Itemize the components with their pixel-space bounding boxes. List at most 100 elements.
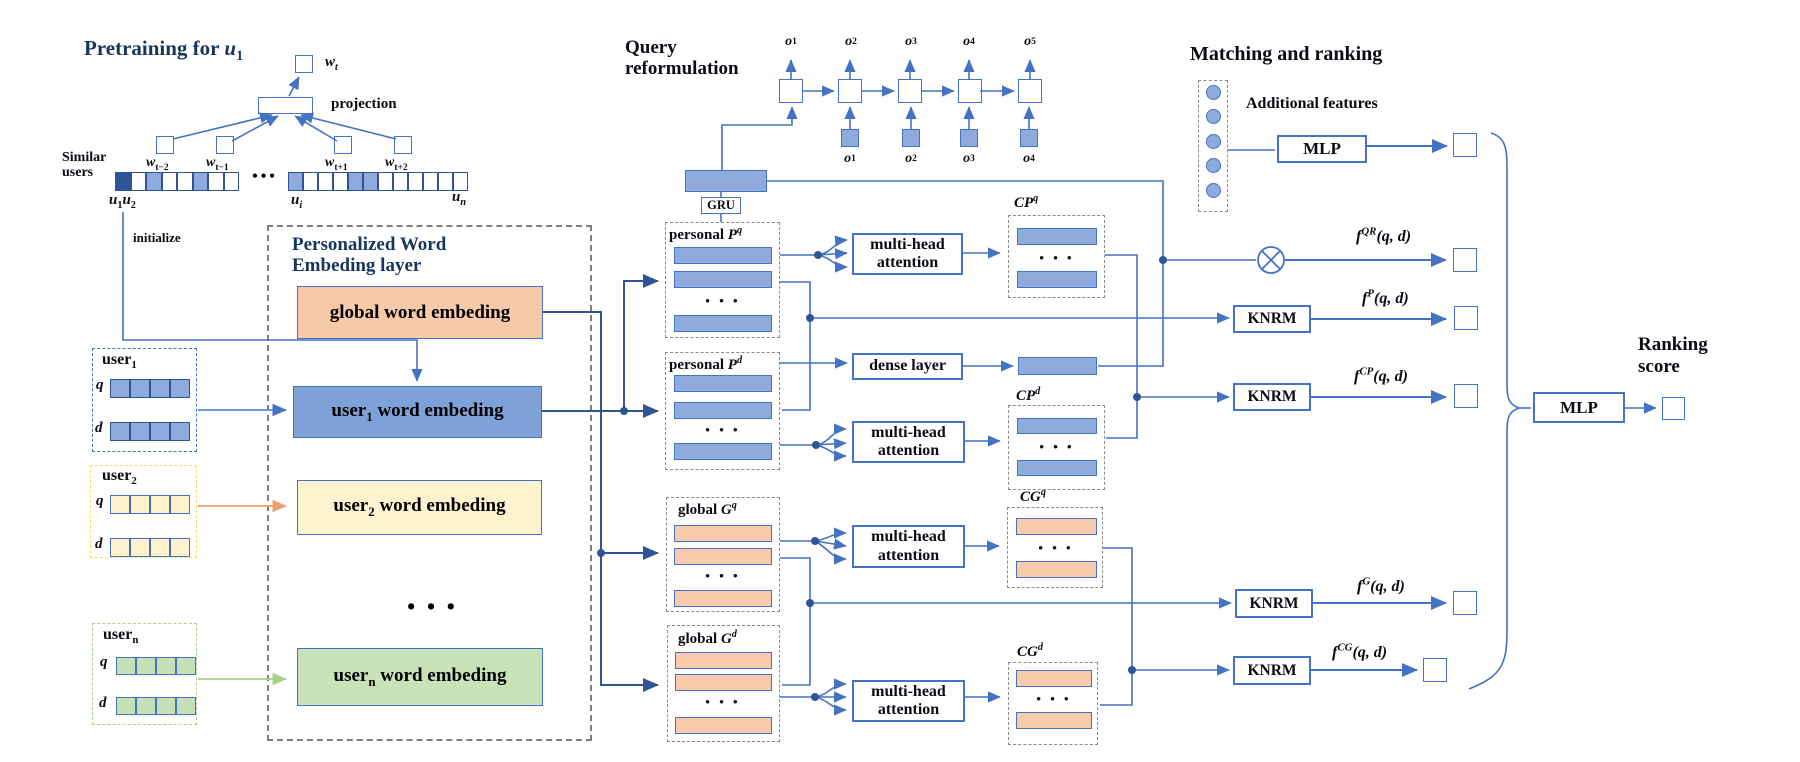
- decoder-cell: [1018, 79, 1042, 103]
- user2-q-label: q: [96, 493, 104, 509]
- score-square-cp: [1454, 384, 1478, 408]
- user1-word-embedding-label: user1 word embeding: [331, 399, 504, 424]
- decoder-wires: [720, 59, 1036, 222]
- personal-pd-stack: [665, 352, 780, 470]
- global-gq-label: global Gq: [678, 500, 737, 518]
- usern-d-label: d: [99, 695, 107, 711]
- vector-cell: [288, 172, 303, 191]
- gq-ellipsis: • • •: [705, 567, 741, 583]
- feature-circle: [1206, 134, 1221, 149]
- cpq-ellipsis: • • •: [1039, 249, 1075, 265]
- vector-cell: [408, 172, 423, 191]
- vector-cell: [363, 172, 378, 191]
- score-square-qr: [1453, 248, 1477, 272]
- cpq-label: CPq: [1014, 193, 1039, 211]
- gd-bar: [675, 652, 772, 669]
- cgq-bar: [1016, 518, 1097, 535]
- mlp-box-features: MLP: [1277, 135, 1367, 163]
- vector-cell: [136, 657, 156, 675]
- score-square-cg: [1423, 658, 1447, 682]
- gq-bar: [674, 525, 772, 542]
- user2-d-label: d: [95, 536, 103, 552]
- user1-d-label: d: [95, 420, 103, 436]
- usern-word-embedding-label: usern word embeding: [333, 664, 507, 689]
- usern-input-block: [92, 623, 197, 725]
- decoder-cell: [838, 79, 862, 103]
- circled-times-icon: [1257, 246, 1285, 274]
- vector-cell: [116, 657, 136, 675]
- global-word-embedding-box: global word embeding: [297, 286, 543, 339]
- pd-ellipsis: • • •: [705, 421, 741, 437]
- gq-bar: [674, 548, 772, 565]
- decoder-input-square: [1020, 129, 1038, 147]
- user1-q-label: q: [96, 377, 104, 393]
- vector-cell: [333, 172, 348, 191]
- dense-layer-box: dense layer: [852, 353, 963, 380]
- user2-input-block: [90, 465, 197, 558]
- vector-cell: [170, 379, 190, 398]
- vector-cell: [208, 172, 224, 191]
- cpd-label: CPd: [1016, 386, 1041, 404]
- knrm-box-cg: KNRM: [1233, 656, 1311, 685]
- score-square-g: [1453, 591, 1477, 615]
- additional-features-box: [1198, 80, 1228, 212]
- knrm-label: KNRM: [1249, 594, 1299, 612]
- cpd-bar: [1017, 460, 1097, 476]
- vector-cell: [378, 172, 393, 191]
- context-word-label: wt+2: [385, 155, 408, 173]
- vector-cell: [150, 379, 170, 398]
- personal-pq-label: personal Pq: [669, 225, 743, 243]
- dense-layer-label: dense layer: [869, 357, 946, 375]
- vector-cell: [170, 422, 190, 441]
- pq-bar: [674, 247, 772, 264]
- f-qr-label: fQR(q, d): [1356, 226, 1412, 246]
- f-p-label: fP(q, d): [1362, 288, 1409, 308]
- cgq-label: CGq: [1020, 487, 1046, 505]
- score-square-features: [1453, 133, 1477, 157]
- vector-cell: [318, 172, 333, 191]
- vector-cell: [393, 172, 408, 191]
- user2-d-cells: [110, 538, 190, 557]
- f-cg-label: fCG(q, d): [1332, 642, 1388, 662]
- vector-cell: [130, 538, 150, 557]
- cpd-bar: [1017, 418, 1097, 434]
- global-gq-stack: [666, 497, 780, 612]
- cpq-bar: [1017, 271, 1097, 288]
- usern-word-embedding-box: usern word embeding: [297, 648, 543, 706]
- feature-circle: [1206, 109, 1221, 124]
- gru-label: GRU: [707, 198, 735, 213]
- vector-cell: [176, 657, 196, 675]
- context-word-label: wt−2: [146, 155, 169, 173]
- knrm-label: KNRM: [1247, 310, 1297, 328]
- mha-label: multi-head attention: [871, 528, 946, 564]
- knrm-label: KNRM: [1247, 661, 1297, 679]
- user2-title: user2: [102, 467, 137, 488]
- global-word-embedding-label: global word embeding: [329, 301, 511, 323]
- vector-cell: [146, 172, 162, 191]
- vector-cell: [223, 172, 239, 191]
- user1-title: user1: [102, 351, 137, 372]
- vector-cell: [136, 697, 156, 715]
- context-word-square: [156, 136, 174, 154]
- vector-cell: [161, 172, 177, 191]
- cgd-bar: [1016, 712, 1092, 729]
- decoder-cell: [779, 79, 803, 103]
- pq-ellipsis: • • •: [705, 292, 741, 308]
- vector-cell: [130, 422, 150, 441]
- vector-cell: [423, 172, 438, 191]
- wt-square: [295, 55, 313, 73]
- feature-circle: [1206, 183, 1221, 198]
- wt-label: wt: [325, 54, 338, 73]
- gq-bar: [674, 590, 772, 607]
- additional-features-label: Additional features: [1246, 95, 1378, 112]
- multi-head-attention-box-pq: multi-head attention: [852, 233, 963, 275]
- decoder-input-square: [960, 129, 978, 147]
- vector-cell: [176, 697, 196, 715]
- u1u2-label: u1u2: [109, 192, 136, 211]
